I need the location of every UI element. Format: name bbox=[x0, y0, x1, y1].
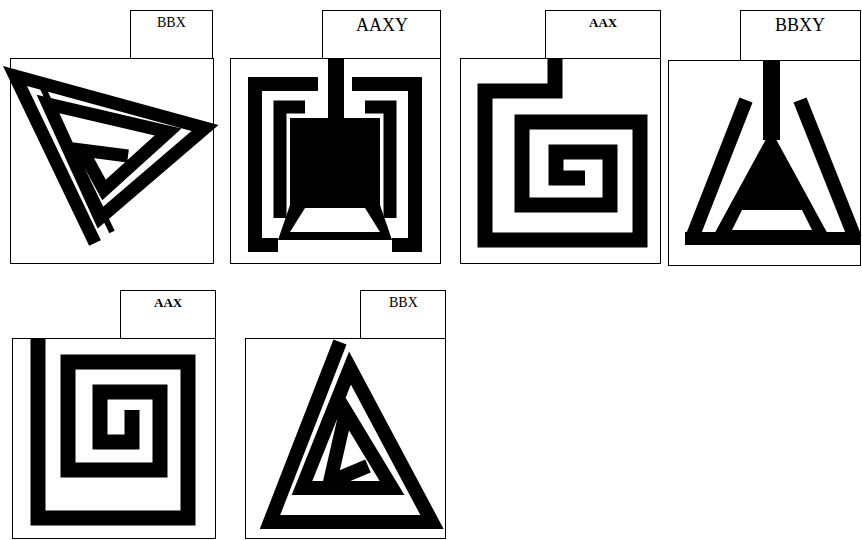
label-text: BBXY bbox=[775, 15, 825, 36]
stemmed-bracket-figure bbox=[255, 58, 415, 245]
label-box: AAX bbox=[545, 10, 661, 59]
label-box: AAX bbox=[120, 290, 216, 339]
stem bbox=[763, 60, 780, 140]
panel-frames bbox=[11, 59, 861, 539]
label-box: BBXY bbox=[740, 10, 861, 61]
label-box: BBX bbox=[360, 290, 446, 339]
panel-frame bbox=[231, 59, 441, 264]
label-text: BBX bbox=[157, 15, 186, 31]
label-text: AAX bbox=[589, 15, 617, 31]
label-text: BBX bbox=[389, 295, 418, 311]
square-spiral bbox=[485, 58, 640, 240]
stem bbox=[328, 58, 344, 120]
panel-frame bbox=[669, 61, 861, 266]
triangle-spiral bbox=[15, 76, 205, 243]
label-text: AAXY bbox=[356, 15, 408, 36]
base-bar bbox=[685, 232, 860, 245]
spiral-edge bbox=[38, 78, 112, 232]
stemmed-triangle-figure bbox=[685, 60, 860, 245]
panel-frame bbox=[13, 339, 216, 539]
panel-frame bbox=[11, 59, 214, 264]
label-box: BBX bbox=[130, 10, 213, 59]
square-spiral bbox=[38, 338, 188, 518]
side-bar bbox=[800, 100, 855, 238]
side-bar bbox=[692, 100, 746, 238]
panel-frame bbox=[461, 59, 661, 264]
label-text: AAX bbox=[154, 295, 182, 311]
label-box: AAXY bbox=[322, 10, 441, 59]
triangle-spiral bbox=[270, 342, 432, 522]
panel-frame bbox=[246, 339, 446, 539]
body bbox=[278, 118, 392, 240]
